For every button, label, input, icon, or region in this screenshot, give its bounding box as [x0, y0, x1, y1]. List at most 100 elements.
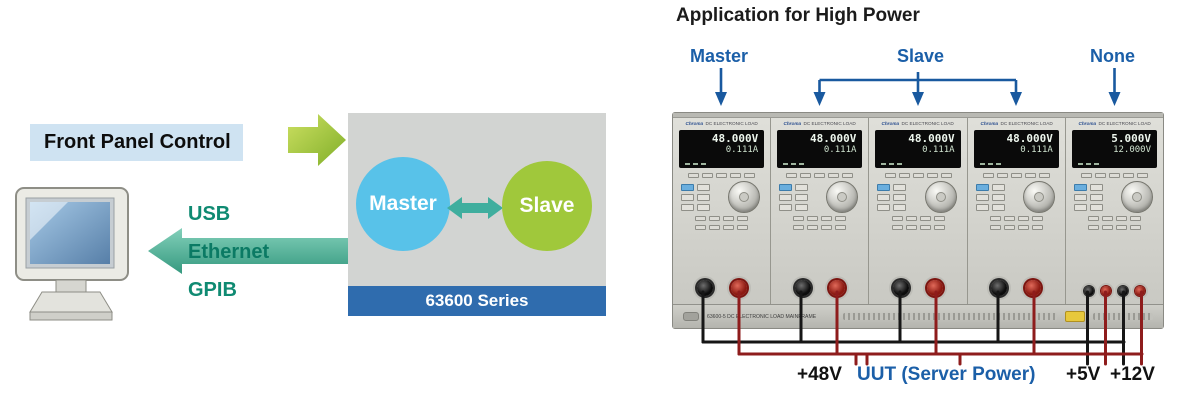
module-buttons-row	[970, 225, 1063, 230]
module-keys	[1073, 183, 1103, 211]
series-bar: 63600 Series	[348, 286, 606, 316]
module-buttons-row	[1068, 216, 1161, 221]
module-buttons-row	[675, 173, 768, 178]
module-control-area	[779, 181, 860, 213]
application-title: Application for High Power	[676, 5, 920, 26]
role-label-master: Master	[690, 46, 749, 66]
binding-post-black-icon	[1083, 286, 1094, 296]
binding-post-black-icon	[696, 280, 713, 296]
binding-posts	[871, 276, 964, 296]
module-buttons-row	[970, 216, 1063, 221]
module-buttons-row	[773, 173, 866, 178]
display-status-marks	[979, 163, 1001, 165]
front-panel-control-label: Front Panel Control	[30, 124, 243, 161]
module-buttons-row	[773, 216, 866, 221]
binding-post-red-icon	[730, 280, 747, 296]
display-line2: 0.111A	[725, 145, 759, 155]
computer-icon	[15, 187, 129, 321]
module-keys	[779, 183, 809, 211]
binding-post-red-icon	[927, 280, 943, 296]
interface-label-ethernet: Ethernet	[188, 241, 270, 263]
binding-posts	[970, 276, 1063, 296]
module-display: 48.000V 0.111A	[679, 130, 765, 168]
wiring-harness-icon	[701, 290, 1144, 366]
role-label-none: None	[1090, 46, 1135, 66]
module-buttons-row	[675, 216, 768, 221]
binding-posts	[675, 276, 768, 296]
remote-interface-arrow-icon	[148, 228, 348, 274]
binding-post-black-icon	[991, 280, 1008, 296]
binding-posts	[773, 276, 866, 296]
module-display: 5.000V 12.000V	[1071, 130, 1158, 168]
display-line1: 48.000V	[810, 132, 857, 145]
interface-label-gpib: GPIB	[188, 279, 237, 301]
role-label-slave: Slave	[897, 46, 945, 66]
module-buttons-row	[970, 173, 1063, 178]
module-keys	[877, 183, 907, 211]
display-status-marks	[1077, 163, 1099, 165]
front-panel-arrow-icon	[288, 114, 346, 166]
master-circle: Master	[356, 157, 450, 251]
control-knob-icon	[728, 181, 761, 213]
binding-post-red-icon	[1134, 286, 1145, 296]
module-display: 48.000V 0.111A	[973, 130, 1059, 168]
module-buttons-row	[675, 225, 768, 230]
display-line2: 0.111A	[922, 145, 955, 155]
control-knob-icon	[1121, 181, 1154, 213]
module-keys	[681, 183, 710, 211]
display-line1: 48.000V	[711, 132, 759, 145]
module-control-area	[1073, 181, 1155, 213]
module-control-area	[975, 181, 1057, 213]
module-display: 48.000V 0.111A	[777, 130, 863, 168]
binding-post-red-icon	[828, 280, 845, 296]
master-slave-arrow-icon	[447, 197, 503, 219]
module-control-area	[681, 181, 762, 213]
label-plus-48v: +48V	[797, 364, 842, 385]
power-button-icon	[683, 312, 699, 321]
display-status-marks	[685, 163, 706, 165]
display-line2: 0.111A	[1020, 145, 1053, 155]
display-line1: 48.000V	[908, 132, 955, 145]
role-pointer-arrows-icon	[715, 68, 1121, 106]
display-line2: 12.000V	[1113, 145, 1152, 155]
vent-icon	[843, 313, 1057, 320]
module-keys	[975, 183, 1005, 211]
module-buttons-row	[1068, 173, 1161, 178]
binding-post-red-icon	[1025, 280, 1042, 296]
binding-post-black-icon	[893, 280, 909, 296]
control-knob-icon	[924, 181, 957, 213]
display-status-marks	[881, 163, 903, 165]
display-line2: 0.111A	[823, 145, 857, 155]
label-uut-server-power: UUT (Server Power)	[857, 364, 1036, 385]
label-plus-5v: +5V	[1066, 364, 1101, 385]
module-display: 48.000V 0.111A	[875, 130, 961, 168]
interface-label-usb: USB	[188, 203, 231, 225]
display-status-marks	[783, 163, 805, 165]
series-box: Master Slave 63600 Series	[348, 113, 606, 316]
module-control-area	[877, 181, 958, 213]
display-line1: 48.000V	[1006, 132, 1053, 145]
display-line1: 5.000V	[1111, 132, 1152, 145]
module-buttons-row	[871, 216, 964, 221]
label-plus-12v: +12V	[1110, 364, 1155, 385]
module-buttons-row	[871, 225, 964, 230]
chassis-top-strip	[673, 113, 1163, 118]
module-buttons-row	[871, 173, 964, 178]
control-knob-icon	[826, 181, 859, 213]
binding-post-black-icon	[794, 280, 811, 296]
module-buttons-row	[773, 225, 866, 230]
slave-circle: Slave	[502, 161, 592, 251]
